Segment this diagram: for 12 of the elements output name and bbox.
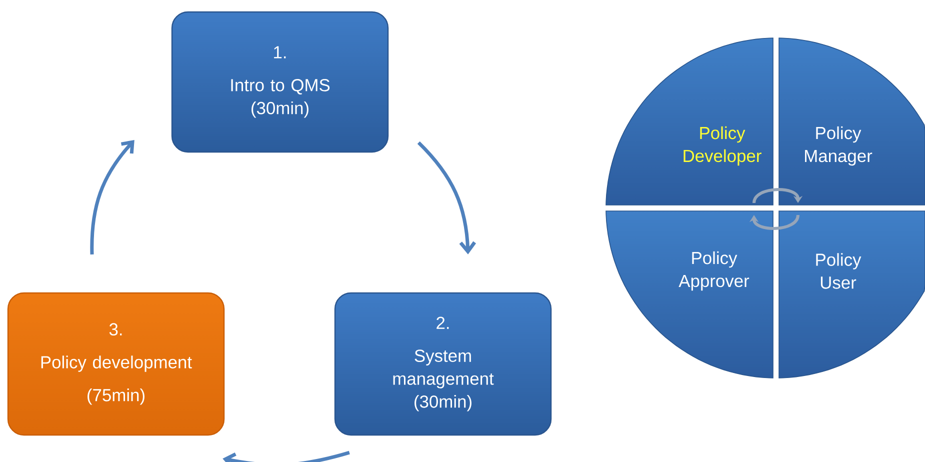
pie-segment: Policy Approver bbox=[606, 210, 774, 378]
arrow bbox=[752, 188, 803, 204]
arrow bbox=[749, 214, 800, 230]
arrow bbox=[90, 140, 134, 254]
process-box: 1. Intro to QMS (30min) bbox=[171, 11, 389, 153]
process-box: 3. Policy development (75min) bbox=[7, 292, 225, 436]
arrow bbox=[222, 450, 350, 462]
pie-segment: Policy Manager bbox=[778, 38, 925, 206]
arrow bbox=[417, 141, 476, 254]
process-box: 2. System management (30min) bbox=[334, 292, 552, 436]
pie-segment: Policy Developer bbox=[606, 38, 774, 206]
pie-segment: Policy User bbox=[778, 210, 925, 378]
